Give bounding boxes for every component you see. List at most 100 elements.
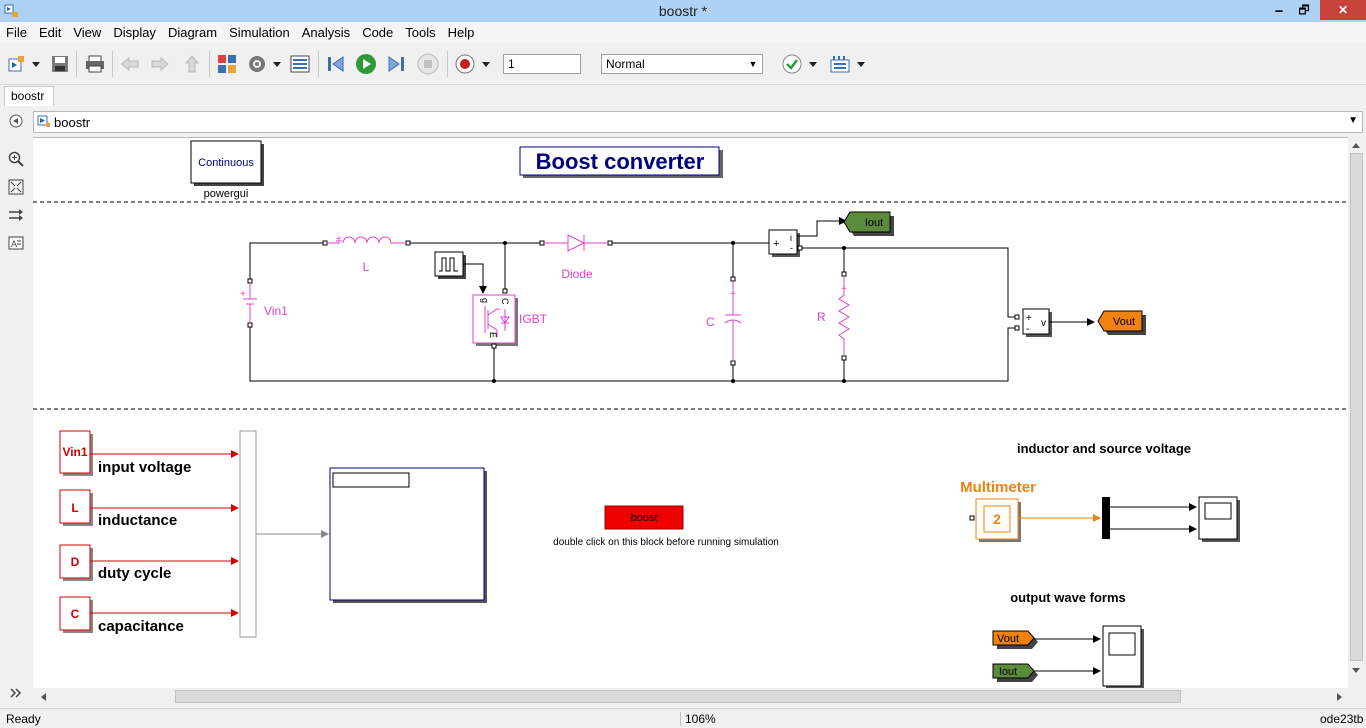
chevron-down-icon[interactable] <box>806 53 820 75</box>
constant-d-block[interactable]: D <box>59 544 93 581</box>
display-block[interactable] <box>329 467 487 603</box>
mux-block[interactable] <box>239 430 257 638</box>
from-vout-tag[interactable]: Vout <box>992 630 1038 649</box>
voltage-measurement-block[interactable]: + - v <box>1014 308 1052 337</box>
fit-to-view-icon[interactable] <box>8 179 24 195</box>
save-icon[interactable] <box>49 53 71 75</box>
diagram-svg: Continuous powergui Boost converter <box>33 140 1348 689</box>
powergui-mode-text: Continuous <box>198 157 254 169</box>
chevron-down-icon[interactable] <box>854 53 868 75</box>
chevron-down-icon[interactable] <box>270 53 284 75</box>
inductor-block[interactable]: + <box>322 234 411 246</box>
boost-button-label: boost <box>631 512 658 524</box>
dc-source-block[interactable]: + <box>240 278 257 328</box>
chevron-down-icon[interactable]: ▼ <box>1348 115 1358 126</box>
print-icon[interactable] <box>84 53 106 75</box>
model-canvas[interactable]: Continuous powergui Boost converter <box>33 137 1348 689</box>
vout-tag-label: Vout <box>1113 316 1135 328</box>
back-arrow-icon[interactable] <box>119 53 141 75</box>
breadcrumb-model[interactable]: boostr <box>54 115 91 130</box>
const-d-text: D <box>71 555 80 569</box>
close-button[interactable]: ✕ <box>1320 0 1366 20</box>
capacitor-block[interactable]: + <box>724 276 742 366</box>
iout-signal-line <box>797 217 847 237</box>
toolbar-separator <box>318 51 319 77</box>
scroll-up-icon[interactable] <box>1351 141 1361 149</box>
toolbar-separator <box>447 51 448 77</box>
voltmeter-plus: + <box>1026 313 1032 324</box>
simulation-mode-select[interactable]: Normal ▼ <box>601 54 763 74</box>
chevron-down-icon[interactable]: ▼ <box>748 59 758 69</box>
vertical-scrollbar[interactable] <box>1348 137 1365 689</box>
maximize-button[interactable]: 🗗 <box>1298 3 1310 17</box>
step-forward-icon[interactable] <box>385 53 407 75</box>
boost-button-block[interactable]: boost <box>604 505 684 530</box>
igbt-block[interactable]: g C E <box>472 288 518 349</box>
resistor-block[interactable]: + <box>838 271 850 361</box>
demux-block[interactable] <box>1102 497 1110 539</box>
current-measurement-block[interactable]: + i - <box>768 229 803 257</box>
stop-time-input[interactable]: 1 <box>503 54 581 74</box>
menu-analysis[interactable]: Analysis <box>301 25 351 40</box>
multimeter-label: Multimeter <box>960 479 1036 496</box>
annotation-icon[interactable]: A <box>8 235 24 251</box>
goto-vout-tag[interactable]: Vout <box>1097 310 1146 335</box>
breadcrumb[interactable]: boostr ▼ <box>33 111 1363 133</box>
menu-edit[interactable]: Edit <box>38 25 62 40</box>
from-iout-tag[interactable]: Iout <box>992 663 1038 682</box>
scope-inductor-source[interactable] <box>1198 496 1240 542</box>
res-plus-sign: + <box>841 284 847 295</box>
arrow-connector-icon[interactable] <box>8 207 24 223</box>
menu-simulation[interactable]: Simulation <box>229 25 290 40</box>
constant-l-block[interactable]: L <box>59 489 93 526</box>
capacitor-label: C <box>706 315 715 329</box>
menu-code[interactable]: Code <box>362 25 394 40</box>
minimize-button[interactable]: 🗕 <box>1274 3 1284 17</box>
menu-help[interactable]: Help <box>447 25 475 40</box>
run-icon[interactable] <box>355 53 377 75</box>
goto-iout-tag[interactable]: Iout <box>843 211 894 236</box>
menu-diagram[interactable]: Diagram <box>167 25 218 40</box>
powergui-block[interactable]: Continuous <box>190 140 264 186</box>
vertical-scroll-thumb[interactable] <box>1350 153 1363 661</box>
powergui-label: powergui <box>204 188 249 200</box>
diode-block[interactable] <box>539 234 613 252</box>
constant-c-block[interactable]: C <box>59 596 93 633</box>
horizontal-scroll-thumb[interactable] <box>175 690 1181 703</box>
step-back-icon[interactable] <box>325 53 347 75</box>
stop-icon[interactable] <box>417 53 439 75</box>
menu-display[interactable]: Display <box>113 25 156 40</box>
double-chevron-right-icon[interactable] <box>8 685 24 701</box>
scroll-down-icon[interactable] <box>1351 667 1361 675</box>
build-icon[interactable] <box>829 53 851 75</box>
multimeter-block[interactable]: 2 <box>969 498 1021 542</box>
voltmeter-minus: - <box>1026 324 1029 335</box>
simulation-mode-value: Normal <box>606 57 645 71</box>
resistor-label: R <box>817 310 826 324</box>
menu-file[interactable]: File <box>6 25 27 40</box>
chevron-down-icon[interactable] <box>29 53 43 75</box>
record-icon[interactable] <box>454 53 476 75</box>
pulse-generator-block[interactable] <box>434 251 466 279</box>
horizontal-scrollbar[interactable] <box>33 688 1348 705</box>
tab-boostr[interactable]: boostr <box>4 86 54 106</box>
model-explorer-icon[interactable] <box>289 53 311 75</box>
menu-view[interactable]: View <box>73 25 102 40</box>
forward-arrow-icon[interactable] <box>149 53 171 75</box>
model-advisor-check-icon[interactable] <box>781 53 803 75</box>
menu-tools[interactable]: Tools <box>405 25 436 40</box>
igbt-gate-label: g <box>480 298 490 303</box>
zoom-icon[interactable] <box>8 151 24 167</box>
new-model-icon[interactable] <box>6 53 28 75</box>
constant-vin1-block[interactable]: Vin1 <box>59 430 93 476</box>
chevron-down-icon[interactable] <box>479 53 493 75</box>
gear-icon[interactable] <box>246 53 268 75</box>
scope-output[interactable] <box>1102 625 1144 689</box>
scroll-left-icon[interactable] <box>39 692 47 702</box>
left-palette: A <box>0 135 32 707</box>
constant-signal-lines <box>90 450 239 617</box>
scroll-right-icon[interactable] <box>1336 692 1344 702</box>
library-browser-icon[interactable] <box>216 53 238 75</box>
hide-browser-icon[interactable] <box>9 114 23 128</box>
up-arrow-icon[interactable] <box>181 53 203 75</box>
